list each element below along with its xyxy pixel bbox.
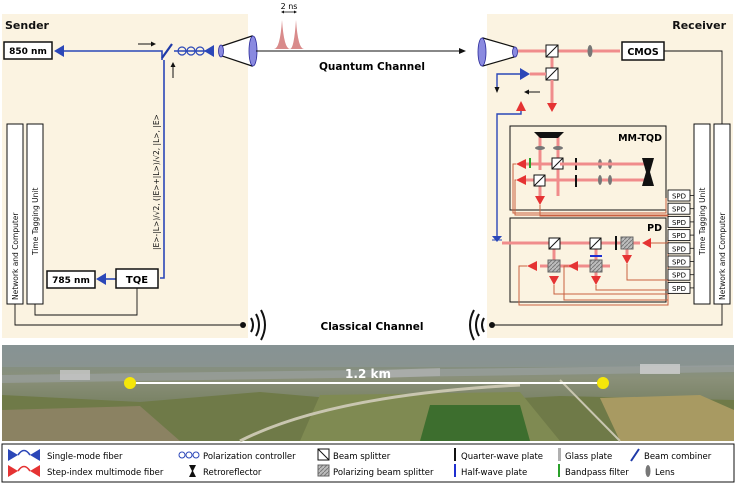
receiver-title: Receiver bbox=[672, 19, 726, 32]
receiver-network-computer-box: Network and Computer bbox=[713, 123, 731, 305]
spd-label: SPD bbox=[672, 232, 686, 240]
sender-classical-wire bbox=[14, 304, 240, 326]
legend-retroreflector-icon bbox=[189, 465, 196, 477]
laser-850-box: 850 nm bbox=[3, 41, 53, 60]
legend-label-step-index-fiber: Step-index multimode fiber bbox=[47, 468, 164, 478]
laser-850-label: 850 nm bbox=[9, 47, 47, 57]
receiver-smf-connector-icon bbox=[520, 68, 530, 80]
laser-785-box: 785 nm bbox=[46, 270, 96, 289]
mm-tqd-beam-splitter-b-icon bbox=[533, 174, 546, 187]
spd-label: SPD bbox=[672, 206, 686, 214]
legend-single-mode-fiber-icon bbox=[8, 449, 40, 461]
legend-polarization-controller-icon bbox=[178, 451, 200, 459]
receiver-network-computer-label: Network and Computer bbox=[718, 212, 727, 300]
legend-step-index-fiber-icon bbox=[8, 465, 40, 477]
legend-label-polarizing-beam-splitter: Polarizing beam splitter bbox=[333, 468, 434, 478]
mm-tqd-box: MM-TQD bbox=[509, 125, 667, 211]
pd-label: PD bbox=[647, 223, 662, 234]
legend-label-bandpass-filter: Bandpass filter bbox=[565, 468, 629, 478]
legend-lens-icon bbox=[645, 465, 651, 477]
laser-785-connector-icon bbox=[96, 273, 106, 285]
beam-splitter-2-icon bbox=[545, 67, 559, 81]
spd-label: SPD bbox=[672, 285, 686, 293]
mmf-line-main bbox=[496, 111, 522, 238]
pd-pbs-a-icon bbox=[620, 236, 634, 250]
classical-channel-label: Classical Channel bbox=[321, 321, 424, 333]
pd-box: PD bbox=[502, 217, 667, 303]
pulse-pair-icon: 2 ns bbox=[274, 2, 304, 49]
legend-beam-splitter-icon bbox=[317, 448, 330, 461]
legend-label-single-mode-fiber: Single-mode fiber bbox=[47, 452, 123, 462]
cmos-lens-icon bbox=[587, 45, 593, 57]
tqe-box: TQE bbox=[115, 268, 159, 289]
spd-label: SPD bbox=[672, 259, 686, 267]
sender-wifi-icon bbox=[250, 309, 266, 341]
receiver-antenna-node bbox=[489, 322, 495, 328]
fiber-connector-sender-icon bbox=[204, 45, 214, 57]
legend: Single-mode fiber Polarization controlle… bbox=[1, 443, 735, 483]
legend-label-polarization-controller: Polarization controller bbox=[203, 452, 296, 462]
legend-glass-plate-icon bbox=[558, 448, 561, 461]
single-mode-fiber-connector-icon bbox=[54, 45, 64, 57]
spd-label: SPD bbox=[672, 193, 686, 201]
beam-splitter-1-icon bbox=[545, 44, 559, 58]
pd-beam-splitter-a-icon bbox=[548, 237, 561, 250]
cmos-label: CMOS bbox=[627, 47, 659, 58]
link-distance-label: 1.2 km bbox=[345, 367, 391, 381]
quantum-channel-label: Quantum Channel bbox=[319, 61, 425, 73]
aerial-map: 1.2 km bbox=[2, 345, 734, 443]
laser-785-fiber-line bbox=[160, 60, 165, 279]
beam-combiner-icon bbox=[161, 43, 173, 59]
pd-pbs-b-icon bbox=[547, 259, 561, 273]
legend-label-glass-plate: Glass plate bbox=[565, 452, 612, 462]
sender-time-tagging-box: Time Tagging Unit bbox=[26, 123, 44, 305]
cmos-wire bbox=[664, 50, 723, 124]
pd-beam-splitter-b-icon bbox=[589, 237, 602, 250]
receiver-location-marker bbox=[597, 377, 609, 389]
pulse-spacing-label: 2 ns bbox=[281, 2, 298, 11]
pd-pbs-c-icon bbox=[589, 259, 603, 273]
polarization-states-label: |E>-|L>)/√2, (|E>+|L>)/√2, |L>, |E> bbox=[152, 114, 161, 250]
mmf-down-connector-icon bbox=[516, 101, 526, 111]
spd-label: SPD bbox=[672, 219, 686, 227]
spd-column: SPD SPD SPD SPD SPD SPD SPD SPD bbox=[667, 189, 694, 294]
sender-location-marker bbox=[124, 377, 136, 389]
legend-label-quarter-wave-plate: Quarter-wave plate bbox=[461, 452, 543, 462]
sender-network-computer-box: Network and Computer bbox=[6, 123, 24, 305]
polarization-controller-icon bbox=[177, 46, 205, 56]
cmos-box: CMOS bbox=[621, 41, 665, 61]
receiver-time-tagging-label: Time Tagging Unit bbox=[698, 187, 707, 256]
legend-label-retroreflector: Retroreflector bbox=[203, 468, 262, 478]
tqe-label: TQE bbox=[126, 275, 148, 286]
spd-label: SPD bbox=[672, 272, 686, 280]
sender-antenna-node bbox=[240, 322, 246, 328]
receiver-wifi-icon bbox=[469, 309, 485, 341]
legend-label-half-wave-plate: Half-wave plate bbox=[461, 468, 527, 478]
legend-label-beam-combiner: Beam combiner bbox=[644, 452, 712, 462]
mm-tqd-label: MM-TQD bbox=[618, 133, 662, 144]
retroreflector-right-icon bbox=[642, 158, 654, 186]
sender-time-tagging-label: Time Tagging Unit bbox=[31, 187, 40, 256]
quantum-channel: Quantum Channel bbox=[256, 48, 466, 73]
sender-title: Sender bbox=[5, 19, 50, 32]
retroreflector-top-icon bbox=[534, 132, 564, 138]
spd-label: SPD bbox=[672, 245, 686, 253]
receiver-time-tagging-box: Time Tagging Unit bbox=[693, 123, 711, 305]
legend-label-lens: Lens bbox=[655, 468, 675, 478]
legend-beam-combiner-icon bbox=[630, 448, 640, 462]
receiver-smf-line bbox=[496, 73, 520, 88]
sender-network-computer-label: Network and Computer bbox=[11, 212, 20, 300]
legend-label-beam-splitter: Beam splitter bbox=[333, 452, 391, 462]
tqe-control-wire bbox=[34, 288, 138, 316]
receiver-classical-wire bbox=[494, 304, 723, 326]
legend-polarizing-beam-splitter-icon bbox=[317, 464, 330, 477]
laser-785-label: 785 nm bbox=[52, 276, 90, 286]
receiver-telescope-icon bbox=[477, 37, 518, 67]
